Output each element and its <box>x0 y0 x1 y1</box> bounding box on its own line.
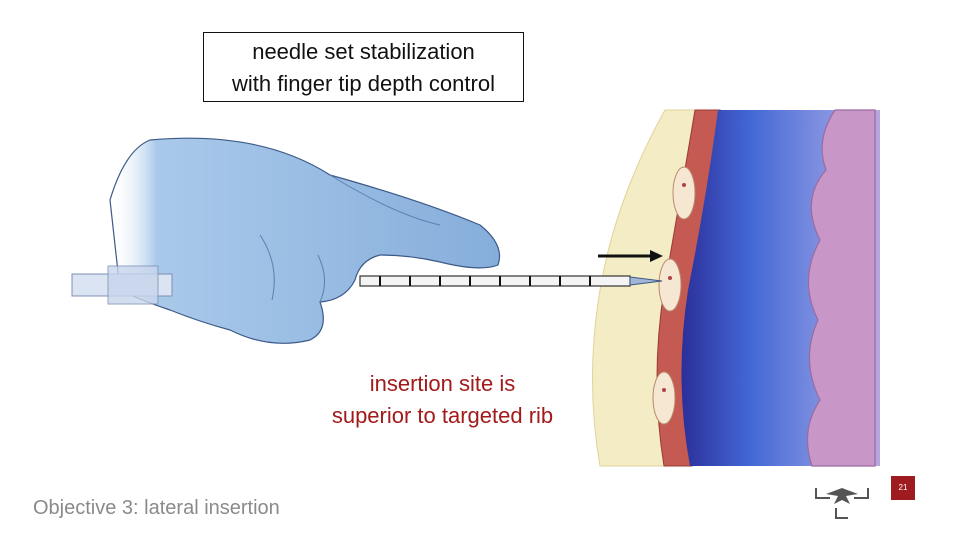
rib-lower <box>652 371 676 425</box>
eagle-logo-icon <box>815 488 869 519</box>
needle-set <box>71 265 663 305</box>
needle-tip <box>629 276 663 286</box>
objective-footer: Objective 3: lateral insertion <box>33 497 280 519</box>
rib-middle <box>658 258 682 312</box>
glove-shape <box>109 137 501 344</box>
rib-upper <box>672 166 696 220</box>
lung-lobe <box>806 109 876 467</box>
chest-wall <box>592 109 880 467</box>
gloved-hand <box>109 137 501 344</box>
callout-box: needle set stabilization with finger tip… <box>203 32 524 102</box>
caption-line-2: superior to targeted rib <box>331 403 554 428</box>
page-number-badge: 21 <box>891 476 915 500</box>
caption-line-1: insertion site is <box>369 371 516 396</box>
arrow-right-icon <box>598 250 663 262</box>
callout-line-2: with finger tip depth control <box>232 71 495 96</box>
callout-line-1: needle set stabilization <box>252 39 475 64</box>
insertion-caption: insertion site is superior to targeted r… <box>300 368 585 432</box>
